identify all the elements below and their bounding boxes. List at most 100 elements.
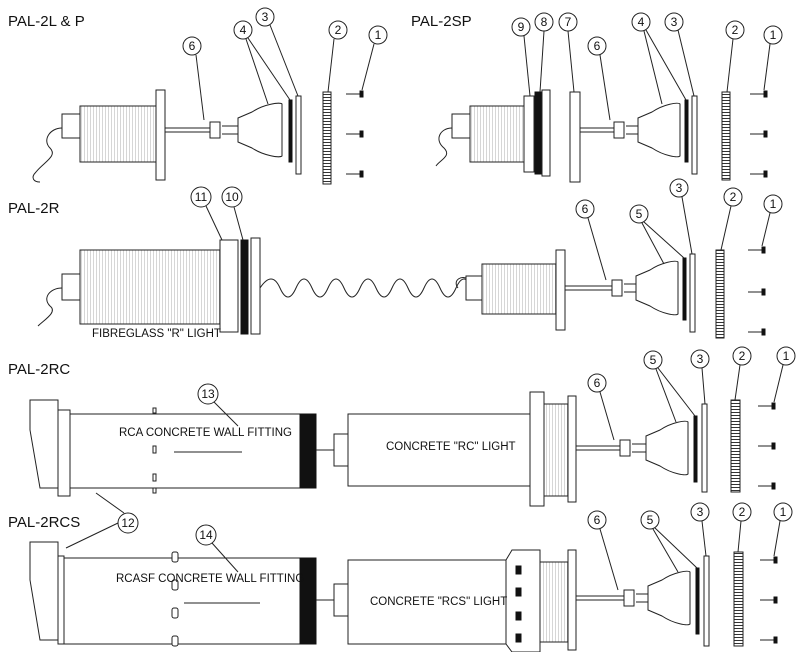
connector	[613, 121, 625, 139]
svg-text:10: 10	[225, 190, 239, 204]
lens	[689, 253, 696, 333]
locknut	[219, 239, 239, 333]
gasket	[288, 99, 293, 163]
section-pal-2sp: PAL-2SP 9 8 7	[411, 12, 783, 183]
concrete-rcs-light-body	[347, 559, 507, 645]
title-pal-2r: PAL-2R	[8, 200, 60, 217]
flange	[555, 249, 566, 331]
tie-marks	[171, 551, 179, 647]
retaining-ring	[715, 249, 725, 339]
svg-text:2: 2	[739, 349, 746, 363]
callout-1: 1	[361, 25, 388, 91]
callout-11: 11	[190, 186, 223, 241]
flange	[529, 391, 545, 507]
callout-2: 2	[732, 346, 752, 401]
svg-text:13: 13	[201, 387, 215, 401]
callout-8: 8	[534, 12, 554, 93]
callout-3: 3	[690, 502, 710, 557]
callout-1: 1	[761, 194, 783, 247]
callout-12: 12	[65, 492, 139, 549]
svg-text:3: 3	[676, 181, 683, 195]
svg-text:4: 4	[638, 15, 645, 29]
retaining-ring	[322, 91, 332, 185]
lens	[691, 95, 698, 175]
svg-text:3: 3	[671, 15, 678, 29]
lens	[295, 95, 302, 175]
callout-3: 3	[690, 349, 710, 405]
wall-fitting-collar	[57, 555, 65, 645]
callout-6: 6	[575, 199, 607, 281]
threaded-neck	[539, 561, 569, 643]
cable	[435, 127, 453, 167]
wall-fitting-flare	[29, 399, 59, 489]
threaded-body	[481, 263, 557, 315]
nut	[465, 275, 483, 301]
front-plate	[567, 549, 577, 651]
svg-text:6: 6	[582, 202, 589, 216]
retaining-ring	[733, 551, 744, 647]
flange	[250, 237, 261, 335]
section-pal-2r: PAL-2R FIBREGLASS "R" LIGHT 11	[8, 178, 783, 340]
svg-text:4: 4	[240, 23, 247, 37]
svg-text:1: 1	[780, 505, 787, 519]
svg-text:2: 2	[732, 23, 739, 37]
tie-marks	[152, 407, 157, 494]
wall-fitting-flare	[29, 541, 59, 641]
threaded-body	[79, 105, 157, 163]
screws	[346, 90, 364, 178]
callout-2: 2	[732, 502, 752, 553]
callout-6: 6	[587, 36, 611, 121]
concrete-rc-light-body	[347, 413, 531, 487]
callout-7: 7	[558, 12, 578, 93]
callout-3: 3	[255, 7, 299, 97]
callout-4: 4	[631, 12, 687, 105]
svg-text:8: 8	[541, 15, 548, 29]
screws	[748, 246, 766, 336]
svg-text:11: 11	[195, 190, 208, 204]
caption-fibreglass-r-light: FIBREGLASS "R" LIGHT	[92, 328, 221, 340]
seal	[240, 239, 249, 335]
lens	[701, 403, 708, 493]
title-pal-2sp: PAL-2SP	[411, 13, 472, 30]
mr16-lamp	[647, 570, 691, 626]
screws	[750, 90, 768, 178]
nut	[61, 273, 81, 301]
callout-14: 14	[195, 524, 239, 573]
svg-text:2: 2	[739, 505, 746, 519]
caption-rcasf-fitting: RCASF CONCRETE WALL FITTING	[116, 573, 304, 585]
flange	[541, 89, 551, 177]
svg-text:5: 5	[636, 207, 643, 221]
callout-2: 2	[720, 187, 743, 251]
retaining-ring	[730, 399, 741, 493]
callout-3: 3	[669, 178, 693, 255]
svg-text:1: 1	[783, 349, 790, 363]
svg-text:12: 12	[121, 516, 135, 530]
svg-text:3: 3	[697, 505, 704, 519]
title-pal-2rc: PAL-2RC	[8, 361, 70, 378]
callout-5: 5	[640, 510, 698, 573]
callout-4: 4	[233, 20, 291, 105]
svg-text:6: 6	[189, 39, 196, 53]
nut	[333, 433, 349, 467]
screws	[758, 402, 776, 490]
fitting-seal	[299, 413, 317, 489]
svg-text:2: 2	[730, 190, 737, 204]
gasket	[684, 99, 689, 163]
gasket	[693, 415, 698, 483]
callout-1: 1	[773, 346, 796, 403]
caption-concrete-rcs-light: CONCRETE "RCS" LIGHT	[370, 596, 507, 608]
section-pal-2l-p: PAL-2L & P 6 4	[8, 7, 388, 185]
nut	[61, 113, 81, 139]
mr16-lamp	[645, 420, 689, 476]
callout-1: 1	[773, 502, 793, 557]
svg-text:3: 3	[262, 10, 269, 24]
callout-9: 9	[511, 17, 531, 97]
screws	[760, 556, 778, 644]
callout-6: 6	[182, 36, 205, 121]
section-pal-2rc: PAL-2RC RCA CONCRETE WALL FITTING CONCRE…	[8, 346, 796, 507]
svg-text:14: 14	[199, 528, 213, 542]
callout-2: 2	[725, 20, 745, 93]
cable	[32, 127, 63, 183]
svg-text:6: 6	[594, 39, 601, 53]
